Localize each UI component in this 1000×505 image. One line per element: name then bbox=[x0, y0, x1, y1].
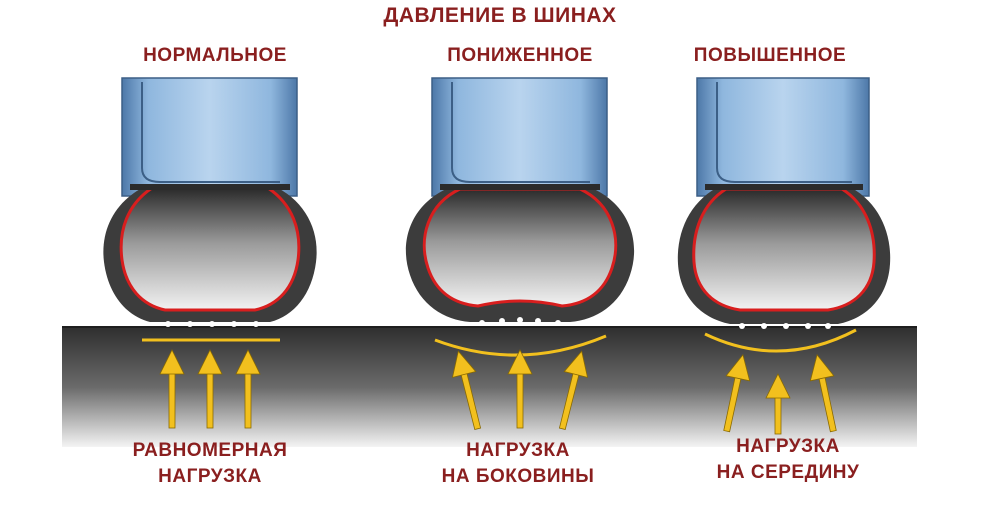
inner-liner bbox=[422, 187, 618, 308]
caption-line: НА БОКОВИНЫ bbox=[441, 466, 595, 487]
rim-flange bbox=[716, 82, 852, 183]
arrow bbox=[235, 349, 261, 429]
load-arrows bbox=[723, 353, 837, 435]
state-label-low: ПОНИЖЕННОЕ bbox=[447, 45, 593, 66]
caption-normal: РАВНОМЕРНАЯ НАГРУЗКА bbox=[70, 438, 350, 490]
bead bbox=[130, 184, 290, 190]
rim-flange bbox=[141, 82, 280, 183]
bead bbox=[440, 184, 600, 190]
caption-line: НАГРУЗКА bbox=[158, 466, 262, 487]
tire-underinflated bbox=[405, 77, 635, 431]
state-label-high: ПОВЫШЕННОЕ bbox=[693, 45, 847, 66]
arrow bbox=[507, 349, 533, 429]
arrow bbox=[451, 350, 482, 431]
arrow bbox=[765, 373, 791, 435]
contact-patch bbox=[704, 328, 857, 353]
load-arrows bbox=[159, 349, 261, 429]
caption-line: НАГРУЗКА bbox=[736, 436, 840, 457]
inner-liner bbox=[119, 186, 301, 312]
arrow bbox=[159, 349, 185, 429]
road-surface bbox=[62, 327, 917, 447]
caption-line: НАГРУЗКА bbox=[466, 440, 570, 461]
state-label-normal: НОРМАЛЬНОЕ bbox=[143, 45, 287, 66]
rim bbox=[431, 77, 608, 197]
caption-line: РАВНОМЕРНАЯ bbox=[132, 440, 288, 461]
load-arrows bbox=[451, 349, 589, 431]
tread-grooves bbox=[739, 323, 831, 329]
bead bbox=[705, 184, 863, 190]
rim bbox=[696, 77, 870, 197]
caption-low: НАГРУЗКА НА БОКОВИНЫ bbox=[378, 438, 658, 490]
rim-flange bbox=[451, 82, 590, 183]
caption-line: НА СЕРЕДИНУ bbox=[716, 462, 860, 483]
caption-high: НАГРУЗКА НА СЕРЕДИНУ bbox=[648, 434, 928, 486]
diagram-title: ДАВЛЕНИЕ В ШИНАХ bbox=[383, 4, 617, 27]
tire-overinflated bbox=[677, 77, 891, 435]
tread-grooves bbox=[479, 317, 561, 326]
tread-grooves bbox=[165, 321, 259, 327]
arrow bbox=[723, 353, 751, 433]
arrow bbox=[197, 349, 223, 429]
arrow bbox=[558, 350, 589, 431]
tire-normal bbox=[103, 77, 317, 429]
rim bbox=[121, 77, 298, 197]
arrow bbox=[809, 353, 837, 433]
inner-liner bbox=[692, 187, 876, 312]
